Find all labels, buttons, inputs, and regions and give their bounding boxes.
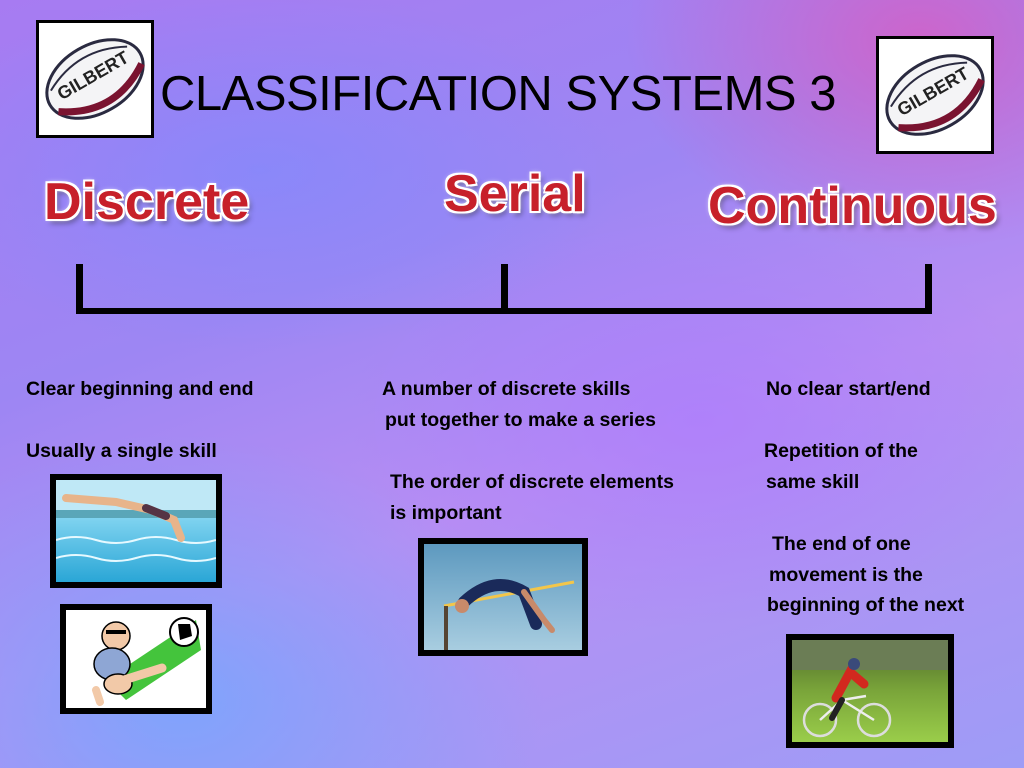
- slide-title: CLASSIFICATION SYSTEMS 3: [160, 67, 836, 121]
- serial-text-4: is important: [390, 502, 502, 524]
- serial-text-1: A number of discrete skills: [382, 378, 631, 400]
- continuous-text-1: No clear start/end: [766, 378, 931, 400]
- discrete-text-2: Usually a single skill: [26, 440, 217, 462]
- continuous-text-6: beginning of the next: [767, 594, 965, 616]
- continuous-text-4: The end of one: [772, 533, 911, 555]
- gilbert-logo-left: GILBERT: [36, 20, 154, 138]
- cartoon-football-kick-image: [60, 604, 212, 714]
- cyclist-photo: [786, 634, 954, 748]
- continuum-tick-middle: [501, 264, 508, 314]
- gilbert-logo-right: GILBERT: [876, 36, 994, 154]
- gilbert-rugby-ball-icon: GILBERT: [879, 39, 991, 151]
- continuous-text-2: Repetition of the: [764, 440, 918, 462]
- high-jump-photo: [418, 538, 588, 656]
- continuum-tick-left: [76, 264, 83, 314]
- serial-text-3: The order of discrete elements: [390, 471, 674, 493]
- continuous-text-3: same skill: [766, 471, 860, 493]
- heading-continuous: Continuous: [708, 177, 997, 235]
- heading-discrete: Discrete: [44, 173, 250, 231]
- serial-text-2: put together to make a series: [385, 409, 656, 431]
- continuous-text-5: movement is the: [769, 564, 923, 586]
- continuum-tick-right: [925, 264, 932, 314]
- gilbert-rugby-ball-icon: GILBERT: [39, 23, 151, 135]
- discrete-text-1: Clear beginning and end: [26, 378, 254, 400]
- diver-photo: [50, 474, 222, 588]
- heading-serial: Serial: [444, 165, 586, 223]
